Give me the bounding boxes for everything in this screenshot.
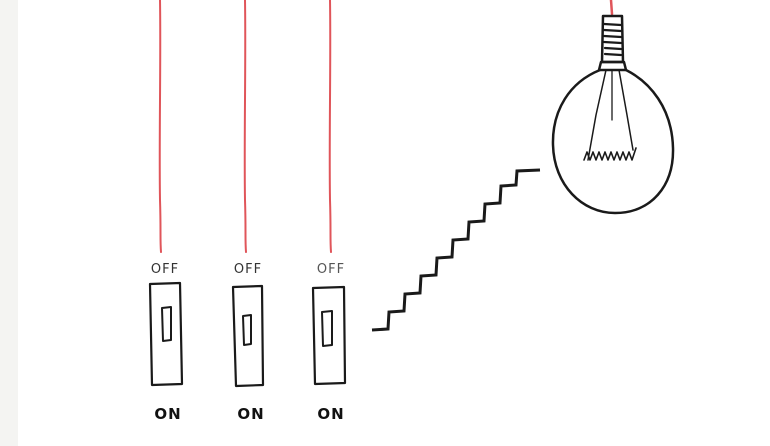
switch-toggle-3[interactable] bbox=[322, 311, 332, 346]
bulb-glass bbox=[553, 70, 673, 213]
switch-2-off-label: OFF bbox=[218, 262, 278, 277]
switch-2-on-label: ON bbox=[221, 405, 281, 423]
bulb-filament bbox=[584, 148, 636, 160]
switch-toggle-2[interactable] bbox=[243, 315, 251, 345]
switch-toggle-1[interactable] bbox=[162, 307, 171, 341]
switch-3[interactable] bbox=[313, 287, 345, 384]
switch-1-on-label: ON bbox=[138, 405, 198, 423]
wire-2 bbox=[245, 0, 246, 252]
light-bulb-icon bbox=[553, 0, 673, 213]
switch-plate-3 bbox=[313, 287, 345, 384]
staircase-icon bbox=[372, 170, 540, 330]
switch-1-off-label: OFF bbox=[135, 262, 195, 277]
wire-1 bbox=[160, 0, 161, 252]
switch-1[interactable] bbox=[150, 283, 182, 385]
switch-plate-1 bbox=[150, 283, 182, 385]
switch-3-on-label: ON bbox=[301, 405, 361, 423]
wire-3 bbox=[330, 0, 331, 252]
wires bbox=[160, 0, 331, 252]
switch-2[interactable] bbox=[233, 286, 263, 386]
switch-3-off-label: OFF bbox=[301, 262, 361, 277]
switch-plate-2 bbox=[233, 286, 263, 386]
bulb-cord bbox=[611, 0, 612, 14]
